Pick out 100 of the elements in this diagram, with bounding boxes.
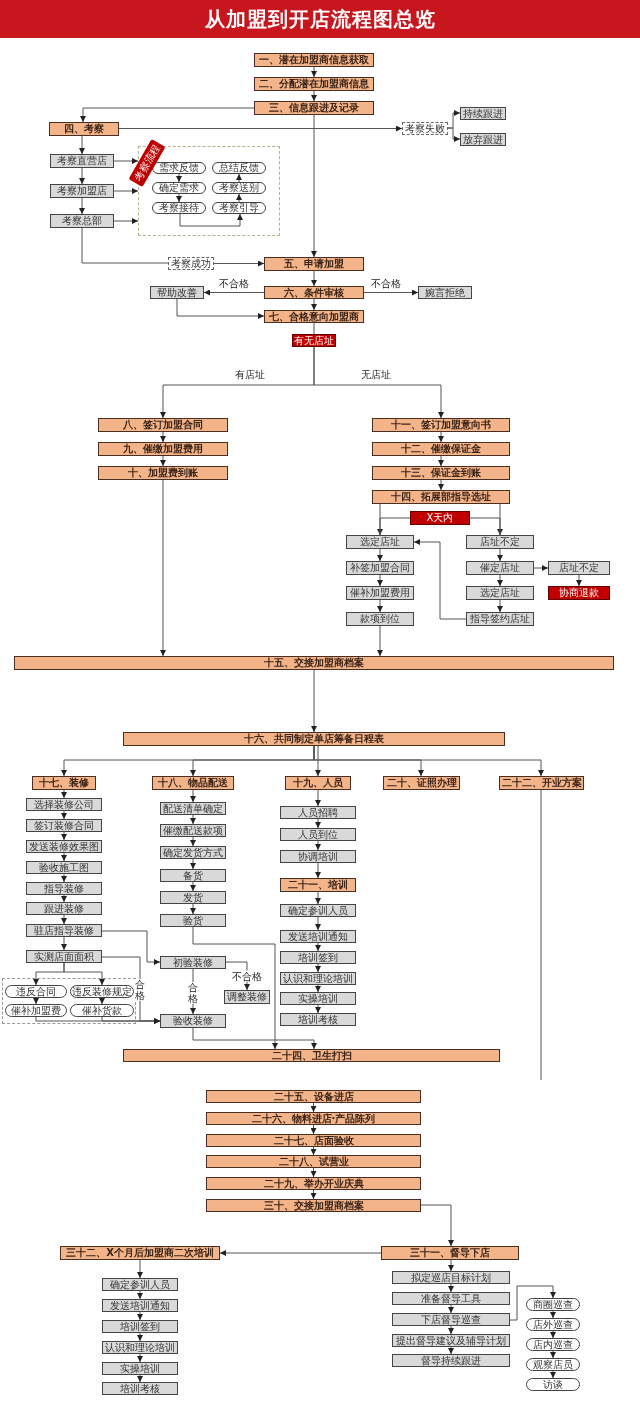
arrow [179,213,243,227]
arrow [310,1124,317,1135]
arrow [315,984,321,993]
arrow [137,1259,143,1279]
step-box: 十三、保证金到账 [372,466,510,480]
task-box: 调整装修 [224,990,270,1004]
edge-label: 不合格 [370,277,402,289]
task-box: 提出督导建议及辅导计划 [392,1334,510,1347]
task-box: 持续跟进 [460,107,506,120]
arrow [550,1330,556,1339]
alert-box: X天内 [410,511,470,525]
step-box: 二十八、试营业 [206,1155,421,1168]
task-box: 发货 [160,891,226,904]
task-box: 跟进装修 [26,902,102,915]
step-box: 二十、证照办理 [383,776,460,790]
task-box: 驻店指导装修 [26,924,102,937]
edge-label: 有店址 [234,368,266,380]
arrow [448,1283,454,1293]
arrow [363,289,419,296]
arrow [313,745,544,777]
task-box: 选定店址 [466,586,534,600]
edge-label: 合格 [134,979,146,1001]
arrow [118,125,403,132]
task-box: 催定店址 [466,561,534,575]
task-box: 配送清单确定 [160,802,226,815]
task-box: 选择装修公司 [26,798,102,811]
task-box: 帮助改善 [150,286,204,299]
result-box: 考察失败 [402,122,448,135]
task-box: 考察直营店 [50,154,114,168]
connector-line [379,517,411,536]
arrow [311,114,317,258]
task-box: 督导持续跟进 [392,1354,510,1367]
step-box: 二十四、卫生打扫 [123,1049,500,1062]
rounded-step: 需求反馈 [152,162,206,174]
arrow [447,127,461,142]
arrow [497,574,503,587]
arrow [236,173,242,183]
arrow [311,90,317,102]
task-box: 发送培训通知 [280,930,356,943]
task-box: 款项到位 [346,612,414,626]
arrow [315,789,321,807]
task-box: 实操培训 [280,992,356,1005]
arrow [203,289,265,296]
arrow [137,1353,143,1363]
arrow [315,862,321,879]
rounded-step: 总结反馈 [212,162,266,174]
arrow [315,840,321,851]
arrow [190,836,196,847]
arrow [313,346,444,419]
arrow [61,914,67,925]
task-box: 补签加盟合同 [346,561,414,575]
arrow [310,1146,317,1156]
task-box: 确定发货方式 [160,846,226,859]
step-box: 二十九、举办开业庆典 [206,1177,421,1190]
step-box: 二、分配潜在加盟商信息 [254,77,374,91]
task-box: 初验装修 [160,956,226,969]
task-box: 店址不定 [548,561,610,575]
connector-line [469,517,501,536]
rounded-step: 店内巡查 [526,1338,580,1351]
arrow [137,1290,143,1300]
arrow [236,193,242,203]
arrow [448,1325,454,1335]
arrow [448,1304,454,1314]
arrow [438,431,444,443]
task-box: 验收施工图 [26,861,102,874]
task-box: 确定参训人员 [102,1278,178,1291]
arrow [61,894,67,903]
rounded-step: 店外巡查 [526,1318,580,1331]
step-box: 十二、催缴保证金 [372,442,510,456]
step-box: 三、信息跟进及记录 [254,101,374,115]
edge-label: 合格 [187,982,199,1004]
arrow [192,1027,317,1050]
rounded-step: 催补加盟费 [5,1004,67,1017]
step-box: 十八、物品配送 [152,776,234,790]
arrow [315,963,321,973]
arrow [99,997,105,1005]
task-box: 选定店址 [346,535,414,549]
task-box: 确定参训人员 [280,904,356,917]
edge-label: 不合格 [218,277,250,289]
arrow [497,548,503,562]
step-box: 六、条件审核 [264,286,364,299]
arrow [315,1004,321,1014]
step-box: 二十五、设备进店 [206,1090,421,1103]
rounded-step: 确定需求 [152,182,206,194]
task-box: 培训考核 [102,1382,178,1395]
arrow [190,814,196,825]
arrow [160,455,166,467]
arrow [213,260,265,267]
step-box: 十七、装修 [32,776,96,790]
arrow [80,107,255,123]
arrow [113,218,139,224]
step-box: 十五、交接加盟商档案 [14,656,614,670]
task-box: 认识和理论培训 [280,972,356,985]
task-box: 发送培训通知 [102,1299,178,1312]
arrow [176,298,265,319]
rounded-step: 违反合同 [5,985,67,998]
arrow [79,197,85,215]
step-box: 三十一、督导下店 [381,1246,519,1260]
step-box: 三十二、X个月后加盟商二次培训 [60,1246,220,1260]
task-box: 实测店面面积 [26,950,102,963]
